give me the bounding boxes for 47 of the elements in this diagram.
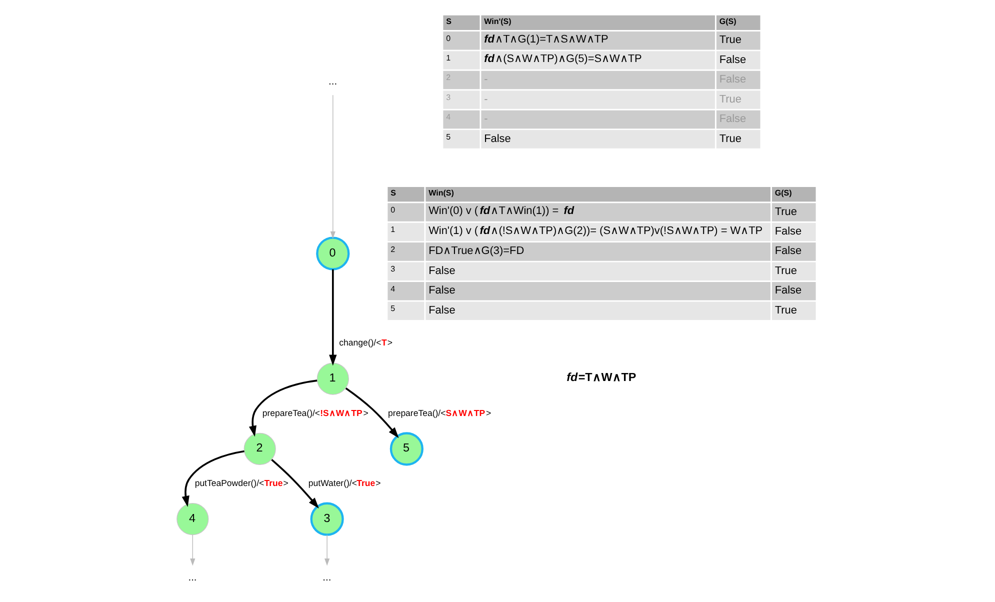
- label: False: [718, 54, 746, 66]
- label: G(S): [718, 16, 736, 26]
- label: FD∧True∧G(3)=FD: [428, 245, 524, 258]
- label: 2: [390, 244, 395, 254]
- label: 3: [446, 92, 450, 102]
- label: False: [774, 245, 802, 258]
- label: False: [774, 284, 802, 297]
- label: 3: [390, 264, 395, 274]
- label: 1: [390, 225, 395, 234]
- label: 4: [390, 284, 395, 294]
- label: Win(S): [428, 188, 454, 198]
- label: 0: [446, 34, 450, 43]
- label: fd=T∧W∧TP: [566, 370, 636, 384]
- label: 5: [390, 304, 395, 314]
- edge-label: putWater()/<True>: [308, 478, 380, 488]
- label: -: [484, 93, 488, 106]
- label: Win'(1) v (fd∧(!S∧W∧TP)∧G(2))= (S∧W∧TP)v(!S∧W∧TP) = W∧TP: [428, 224, 762, 237]
- label: True: [718, 34, 741, 46]
- label: fd∧(S∧W∧TP)∧G(5)=S∧W∧TP: [484, 53, 642, 66]
- label: -: [484, 74, 488, 86]
- node-text: ...: [188, 572, 196, 584]
- label: False: [428, 304, 455, 316]
- label: S: [390, 188, 396, 198]
- label: fd∧T∧G(1)=T∧S∧W∧TP: [484, 33, 608, 46]
- label: 0: [390, 205, 395, 214]
- label: 1: [446, 54, 450, 63]
- node-text: ...: [322, 572, 331, 584]
- edge-label: putTeaPowder()/<True>: [194, 478, 288, 488]
- label: S: [446, 16, 451, 26]
- label: Win'(S): [484, 16, 511, 26]
- node-text: ...: [328, 76, 337, 88]
- label: -: [484, 113, 488, 126]
- label: True: [718, 93, 741, 106]
- label: False: [774, 226, 802, 238]
- edge-label: prepareTea()/<!S∧W∧TP>: [262, 408, 368, 418]
- label: False: [428, 264, 455, 277]
- label: True: [774, 304, 796, 316]
- label: True: [774, 264, 796, 277]
- label: True: [774, 206, 796, 218]
- label: True: [718, 132, 741, 145]
- label: G(S): [774, 188, 792, 198]
- label: 5: [446, 132, 450, 142]
- edge-label: change()/<T>: [338, 338, 392, 348]
- label: Win'(0) v (fd∧T∧Win(1)) = fd: [428, 205, 574, 218]
- edge-label: prepareTea()/<S∧W∧TP>: [388, 408, 491, 418]
- label: False: [484, 132, 510, 145]
- label: False: [428, 284, 455, 297]
